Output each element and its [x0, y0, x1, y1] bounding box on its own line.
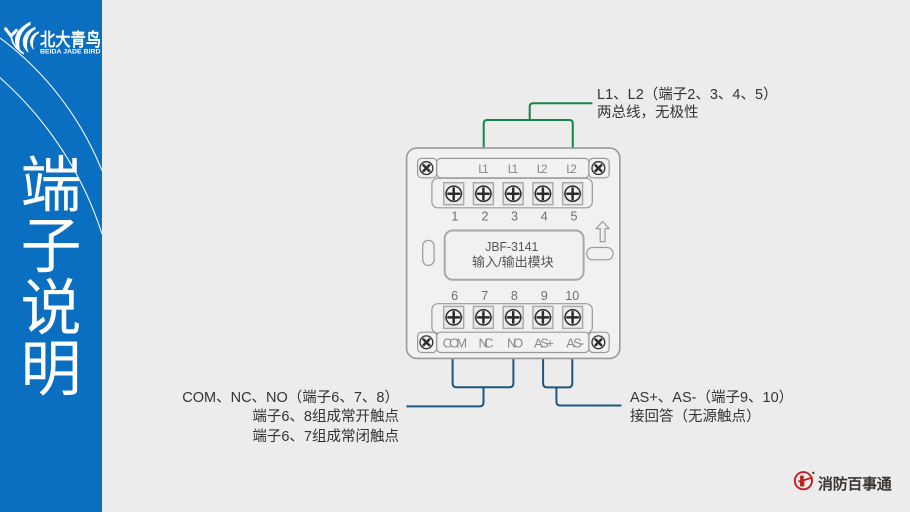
svg-text:1: 1 — [451, 209, 458, 223]
svg-text:北大青鸟: 北大青鸟 — [40, 29, 101, 50]
svg-text:COM: COM — [443, 336, 468, 351]
svg-text:NO: NO — [507, 336, 523, 351]
svg-text:9: 9 — [541, 289, 548, 303]
svg-text:L2: L2 — [537, 162, 548, 176]
svg-text:8: 8 — [511, 289, 518, 303]
svg-text:5: 5 — [570, 209, 577, 223]
svg-text:输入/输出模块: 输入/输出模块 — [472, 255, 554, 270]
svg-text:6: 6 — [451, 289, 458, 303]
svg-text:2: 2 — [481, 209, 488, 223]
svg-text:L2: L2 — [566, 162, 577, 176]
svg-text:7: 7 — [481, 289, 488, 303]
svg-text:AS+: AS+ — [534, 336, 554, 351]
svg-text:JBF-3141: JBF-3141 — [485, 239, 538, 254]
svg-text:NC: NC — [479, 336, 494, 351]
svg-text:BEIDA JADE BIRD: BEIDA JADE BIRD — [40, 48, 101, 55]
svg-text:3: 3 — [511, 209, 518, 223]
svg-text:L1: L1 — [508, 162, 519, 176]
svg-text:10: 10 — [565, 289, 579, 303]
svg-text:AS-: AS- — [566, 336, 584, 351]
svg-text:4: 4 — [541, 209, 548, 223]
svg-text:L1: L1 — [478, 162, 489, 176]
